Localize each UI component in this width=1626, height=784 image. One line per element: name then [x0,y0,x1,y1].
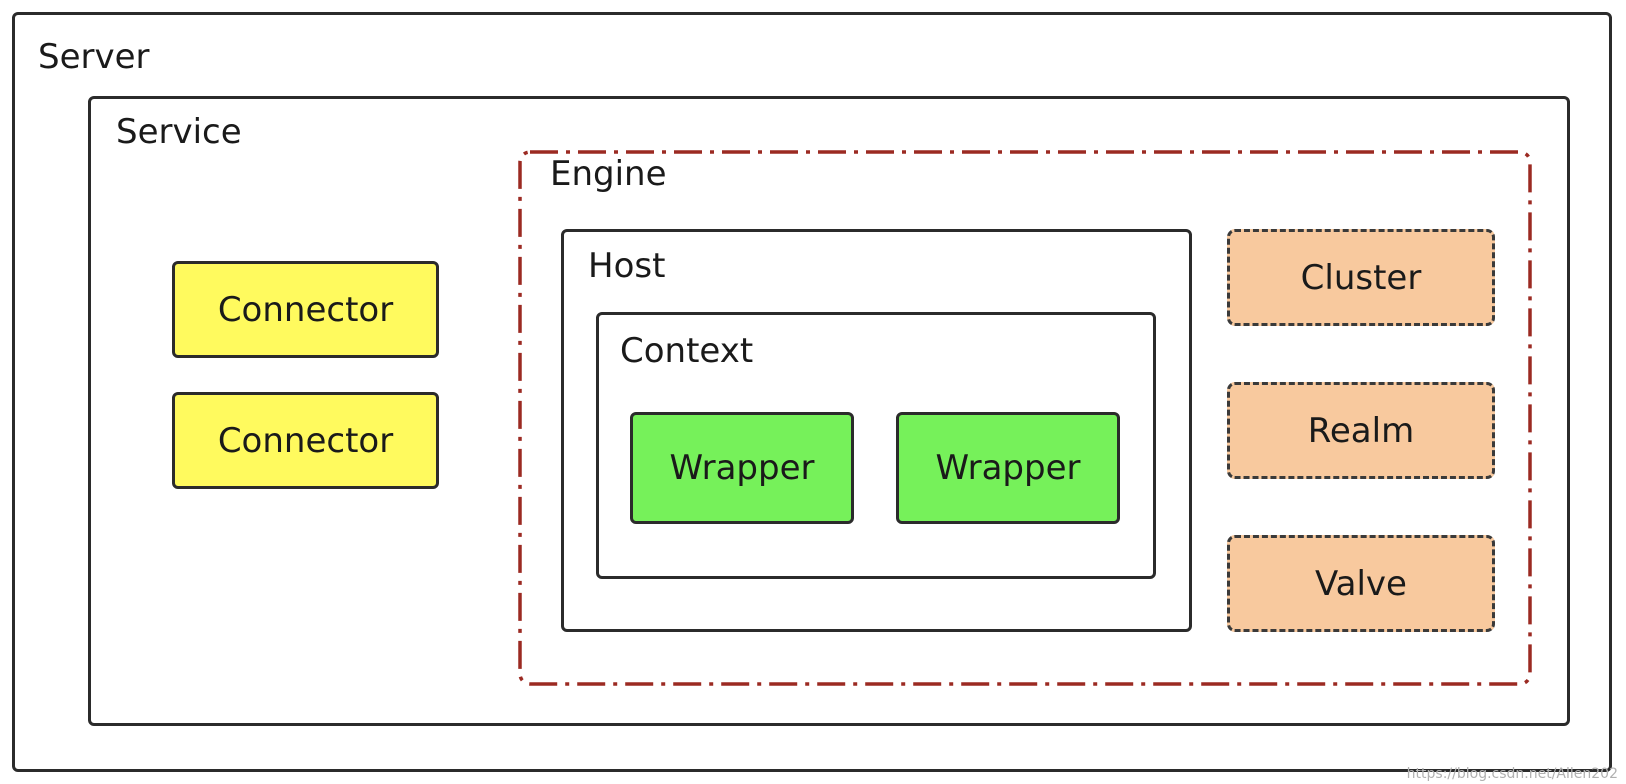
valve-box: Valve [1227,535,1495,632]
valve-label: Valve [1315,563,1407,604]
connector-box: Connector [172,261,439,358]
wrapper-box: Wrapper [630,412,854,524]
watermark-text: https://blog.csdn.net/Allen202 [1406,766,1618,782]
engine-border [518,150,1532,686]
server-label: Server [38,37,150,77]
realm-box: Realm [1227,382,1495,479]
connector-box: Connector [172,392,439,489]
engine-label: Engine [550,154,667,194]
realm-label: Realm [1307,410,1415,451]
engine-container [518,150,1532,686]
connector-label: Connector [217,289,394,330]
service-label: Service [116,112,242,152]
wrapper-label: Wrapper [669,448,815,488]
cluster-label: Cluster [1300,257,1422,298]
cluster-box: Cluster [1227,229,1495,326]
wrapper-label: Wrapper [935,448,1081,488]
wrapper-box: Wrapper [896,412,1120,524]
connector-label: Connector [217,420,394,461]
host-label: Host [588,246,666,286]
context-label: Context [620,331,754,371]
